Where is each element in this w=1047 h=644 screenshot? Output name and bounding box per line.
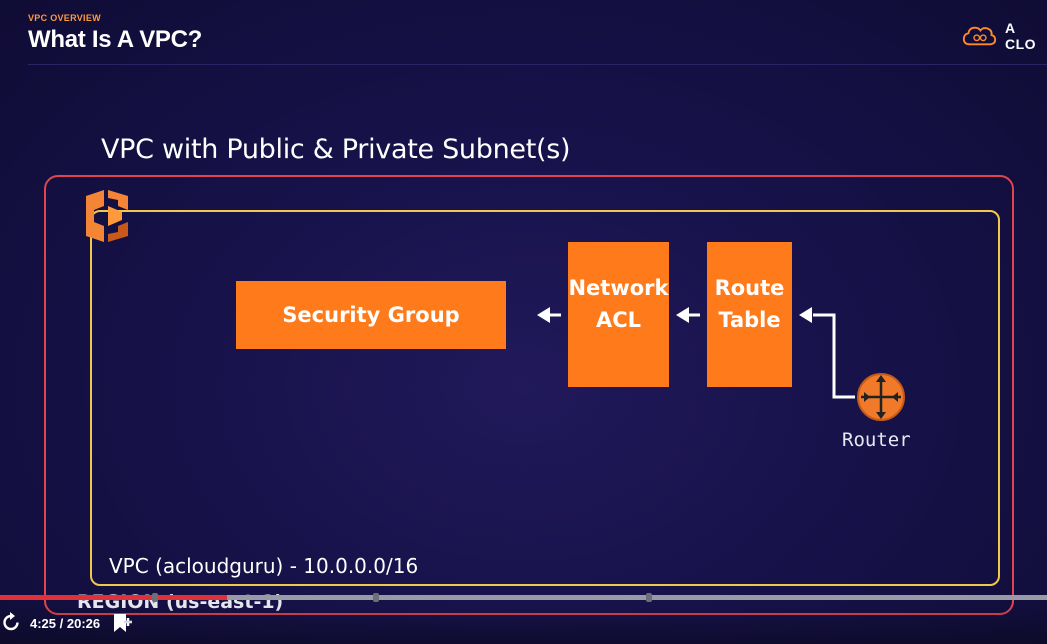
router-label: Router <box>842 429 911 451</box>
chapter-marker[interactable] <box>646 593 653 602</box>
security-group-label: Security Group <box>282 303 460 327</box>
header-divider <box>28 64 1047 65</box>
network-acl-label-line1: Network <box>568 275 669 300</box>
vpc-icon <box>86 190 128 242</box>
diagram-title: VPC with Public & Private Subnet(s) <box>101 134 571 165</box>
replay-icon <box>3 612 19 631</box>
network-acl-box: Network ACL <box>568 242 669 387</box>
slide-title: What Is A VPC? <box>28 26 203 53</box>
vpc-label: VPC (acloudguru) - 10.0.0.0/16 <box>109 554 419 578</box>
vpc-boundary <box>90 210 1000 586</box>
chapter-marker[interactable] <box>372 593 379 602</box>
security-group-box: Security Group <box>236 281 506 349</box>
bookmark-add-icon <box>114 614 132 632</box>
video-progress-fill <box>0 595 228 600</box>
route-table-label-line1: Route <box>714 275 785 300</box>
cloud-guru-logo-icon <box>962 26 997 46</box>
network-acl-label-line2: ACL <box>595 307 642 332</box>
replay-button[interactable] <box>2 612 20 632</box>
route-table-label-line2: Table <box>718 307 781 332</box>
route-table-box: Route Table <box>707 242 792 387</box>
player-controls <box>0 606 1047 644</box>
video-time: 4:25 / 20:26 <box>30 616 101 631</box>
chapter-marker[interactable] <box>151 593 158 602</box>
brand-logo: A CLO <box>962 20 1047 52</box>
slide-kicker: VPC OVERVIEW <box>28 13 101 23</box>
router-icon <box>857 373 905 421</box>
video-progress-bar[interactable] <box>0 593 1047 602</box>
bookmark-button[interactable] <box>112 612 134 634</box>
brand-text: A CLO <box>1005 20 1037 52</box>
